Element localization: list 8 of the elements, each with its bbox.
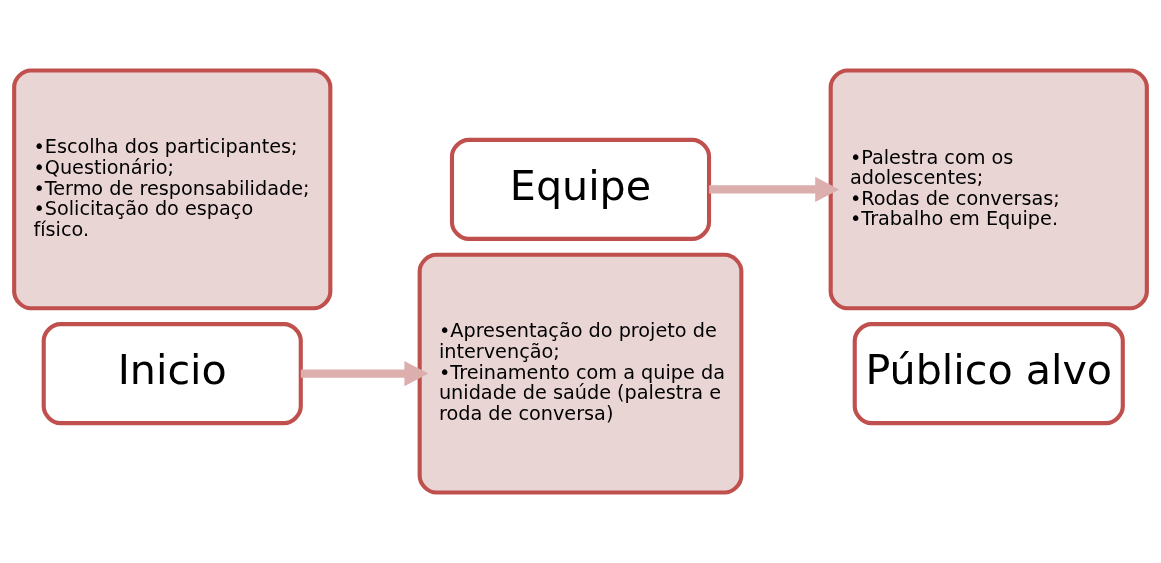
node-box: Equipe — [449, 137, 712, 241]
node-box: Público alvo — [852, 322, 1125, 426]
node-box: •Palestra com os adolescentes; •Rodas de conversas; •Trabalho em Equipe. — [828, 68, 1149, 311]
node-box: •Escolha dos participantes; •Questionário; •Termo de responsabilidade; •Solicitação do espaço físico. — [12, 68, 333, 311]
node-box: •Apresentação do projeto de intervenção; •Treinamento com a quipe da unidade de saúde (palestra e roda de conversa) — [417, 252, 744, 495]
arrow — [709, 176, 840, 202]
arrow — [300, 361, 429, 387]
node-box: Inicio — [41, 322, 303, 426]
